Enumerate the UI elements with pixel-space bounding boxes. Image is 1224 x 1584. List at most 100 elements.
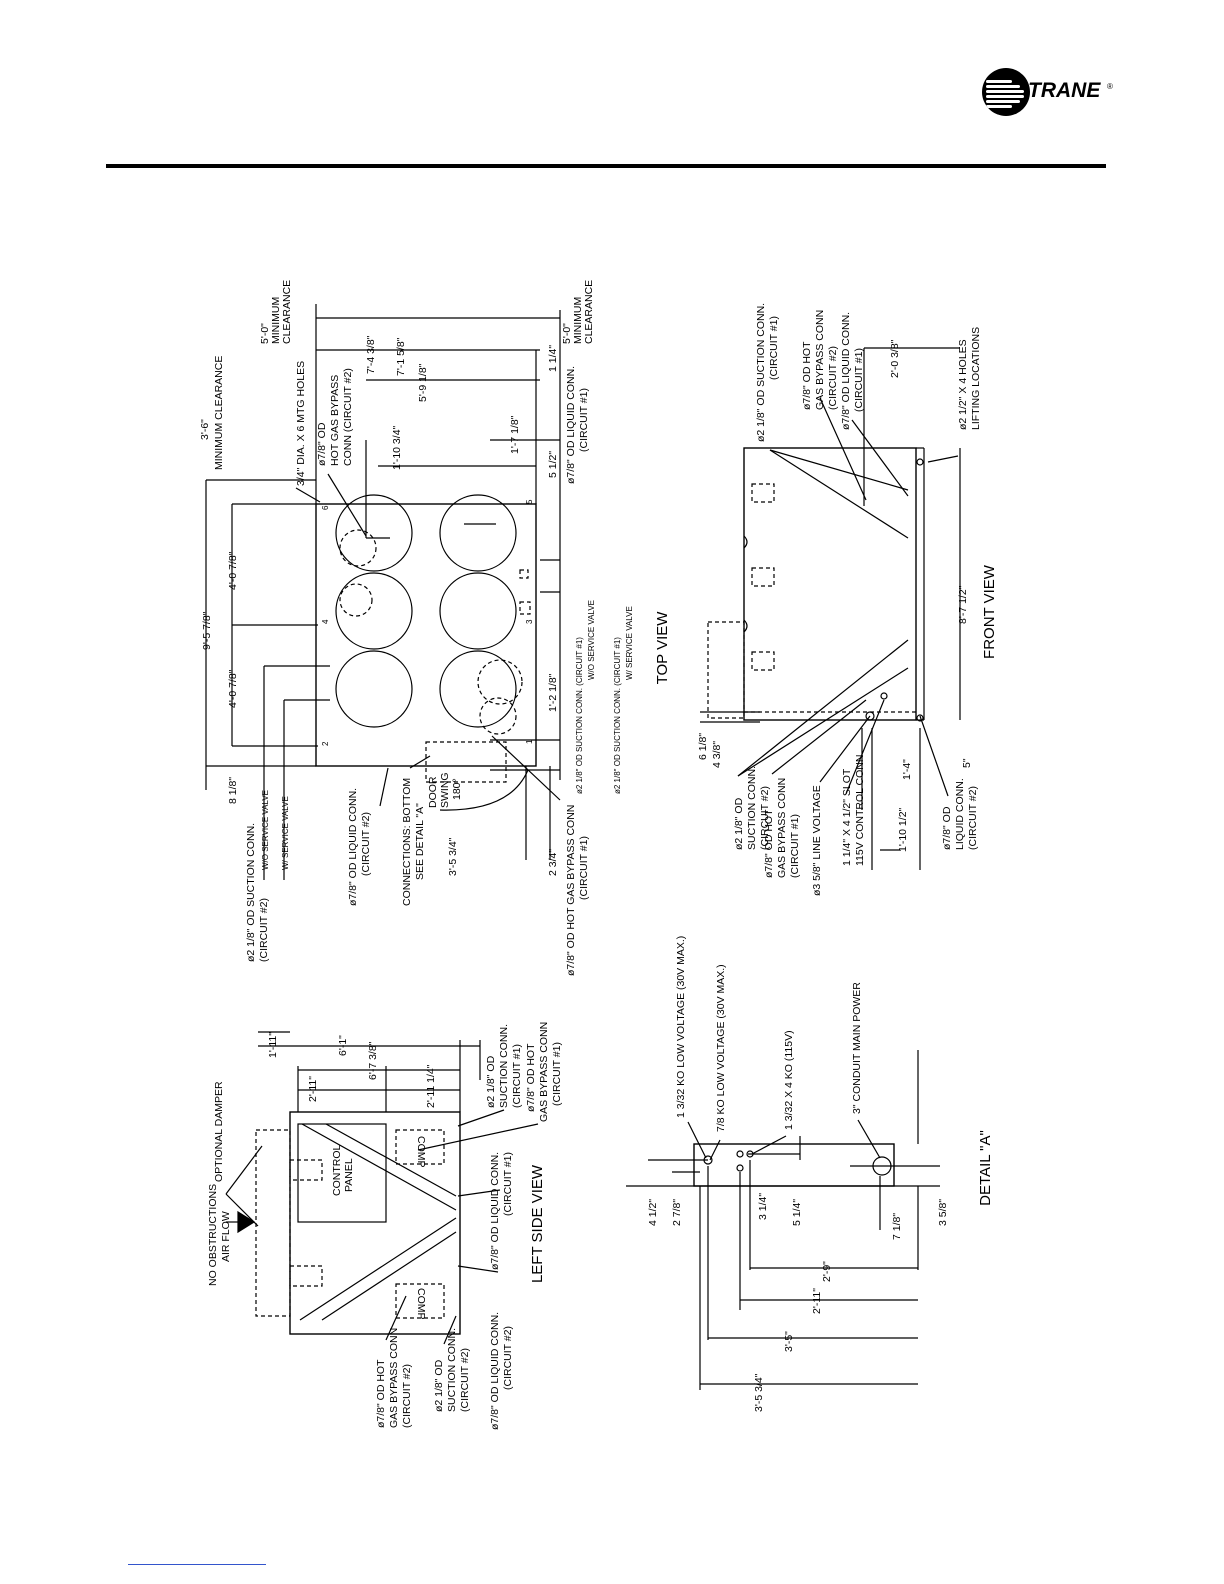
dim-9-5-7-8: 9'-5 7/8" xyxy=(201,611,213,650)
air-flow-label: AIR FLOW xyxy=(220,1211,232,1262)
mtg-holes-label: 3/4" DIA. X 6 MTG HOLES xyxy=(295,361,307,486)
clearance-minimum-top-a: MINIMUM xyxy=(270,297,282,344)
dim-2-11: 2'-11" xyxy=(307,1076,319,1102)
hgbp-c1-front-line2: GAS BYPASS CONN xyxy=(776,778,788,878)
dim-7-1-5-8: 7'-1 5/8" xyxy=(395,337,407,376)
hgbp-c2-line3: CONN (CIRCUIT #2) xyxy=(342,368,354,466)
top-view-title: TOP VIEW xyxy=(654,611,671,685)
dim-5-1-4: 5 1/4" xyxy=(791,1199,803,1226)
suction-c1-front-line2: (CIRCUIT #1) xyxy=(768,316,780,380)
dim-1-2-1-8: 1'-2 1/8" xyxy=(547,673,559,712)
dim-3-1-4: 3 1/4" xyxy=(757,1193,769,1220)
suction-c2-side-line1: ø2 1/8" OD xyxy=(433,1359,445,1412)
dim-4-0-7-8-a: 4'-0 7/8" xyxy=(227,551,239,590)
dim-6-1: 6'-1" xyxy=(337,1035,349,1056)
suction-c1-side-line1: ø2 1/8" OD xyxy=(485,1055,497,1108)
control-slot-line1: 1 1/4" X 4 1/2" SLOT xyxy=(841,768,853,866)
liquid-c2-front-line2: LIQUID CONN. xyxy=(954,778,966,850)
dim-2-11-1-4: 2'-11 1/4" xyxy=(425,1064,437,1108)
comp-lower: COMP xyxy=(415,1288,427,1320)
suction-c2-top-line2: (CIRCUIT #2) xyxy=(258,898,270,962)
liquid-c2-top-line2: (CIRCUIT #2) xyxy=(360,812,372,876)
dim-8-7-1-2: 8'-7 1/2" xyxy=(957,585,969,624)
liquid-c2-top-line1: ø7/8" OD LIQUID CONN. xyxy=(347,788,359,906)
ko-low-voltage-1: 1 3/32 KO LOW VOLTAGE (30V MAX.) xyxy=(675,936,687,1118)
dim-3-5-3-4: 3'-5 3/4" xyxy=(447,837,459,876)
connections-bottom: CONNECTIONS: BOTTOM xyxy=(401,778,413,906)
hgbp-c2-line1: ø7/8" OD xyxy=(316,422,328,466)
suction-c2-front-line1: ø2 1/8" OD xyxy=(733,797,745,850)
no-obstructions-label: NO OBSTRUCTIONS xyxy=(207,1184,219,1286)
hgbp-c2-line2: HOT GAS BYPASS xyxy=(329,375,341,466)
clearance-5-0-top-b: 5'-0" xyxy=(561,323,573,344)
comp-upper: COMP xyxy=(415,1136,427,1168)
dim-5-1-2: 5 1/2" xyxy=(547,451,559,478)
dim-7-1-8: 7 1/8" xyxy=(891,1213,903,1240)
dim-clearance-top-value: 3'-6" xyxy=(199,419,211,440)
dim-7-4-3-8: 7'-4 3/8" xyxy=(365,335,377,374)
dim-clearance-top-label: MINIMUM CLEARANCE xyxy=(213,356,225,470)
liquid-c1-top-line2: (CIRCUIT #1) xyxy=(578,388,590,452)
top-view xyxy=(205,304,561,880)
detail-a-view xyxy=(626,1050,940,1390)
hgbp-c1-front-line1: ø7/8" OD HOT xyxy=(763,809,775,878)
trane-logo-text: TRANE xyxy=(1028,79,1101,102)
hgbp-c2-side-line2: GAS BYPASS CONN xyxy=(388,1328,400,1428)
dim-2-9: 2'-9" xyxy=(821,1261,833,1282)
suction-c1-front-line1: ø2 1/8" OD SUCTION CONN. xyxy=(755,303,767,442)
dim-2-0-3-8: 2'-0 3/8" xyxy=(889,339,901,378)
dim-4-0-7-8-b: 4'-0 7/8" xyxy=(227,669,239,708)
front-view xyxy=(700,347,961,870)
suction-c2-side-line2: SUCTION CONN. xyxy=(446,1328,458,1412)
detail-a-title: DETAIL "A" xyxy=(977,1130,994,1206)
clearance-minimum-top-b: MINIMUM xyxy=(572,297,584,344)
suction-c1-side-line3: (CIRCUIT #1) xyxy=(511,1044,523,1108)
door-label: DOOR xyxy=(427,776,439,808)
hgbp-c1-top-line2: (CIRCUIT #1) xyxy=(578,836,590,900)
trane-logo: TRANE ® xyxy=(982,68,1113,118)
swing-label: SWING xyxy=(439,772,451,808)
dim-3-5: 3'-5" xyxy=(783,1331,795,1352)
ko-low-voltage-2: 7/8 KO LOW VOLTAGE (30V MAX.) xyxy=(715,964,727,1132)
dim-1-1-4: 1 1/4" xyxy=(547,345,559,372)
header-rule xyxy=(106,164,1106,168)
control-slot-line2: 115V CONTROL CONN. xyxy=(854,752,866,866)
liquid-c1-top-line1: ø7/8" OD LIQUID CONN. xyxy=(565,366,577,484)
suction-c1-top-wo: W/O SERVICE VALVE xyxy=(587,600,596,680)
hgbp-c2-front-line3: (CIRCUIT #2) xyxy=(827,346,839,410)
clearance-label-top-b: CLEARANCE xyxy=(583,280,595,344)
lifting-holes-line1: ø2 1/2" X 4 HOLES xyxy=(957,339,969,430)
hgbp-c1-side-line2: GAS BYPASS CONN xyxy=(538,1022,550,1122)
dim-5-front: 5" xyxy=(961,758,973,768)
lifting-holes-line2: LIFTING LOCATIONS xyxy=(970,327,982,430)
left-side-view-title: LEFT SIDE VIEW xyxy=(529,1164,546,1283)
left-side-view xyxy=(225,1031,539,1345)
liquid-c2-side-line1: ø7/8" OD LIQUID CONN. xyxy=(489,1312,501,1430)
liquid-c2-front-line1: ø7/8" OD xyxy=(941,806,953,850)
trane-logo-mark xyxy=(982,68,1030,116)
hgbp-c2-front-line1: ø7/8" OD HOT xyxy=(801,341,813,410)
liquid-c1-front-line1: ø7/8" OD LIQUID CONN. xyxy=(840,312,852,430)
dim-2-11-detail: 2'-11" xyxy=(811,1288,823,1314)
dim-1-10-1-2: 1'-10 1/2" xyxy=(897,807,909,852)
suction-c2-front-line2: SUCTION CONN. xyxy=(746,766,758,850)
dim-5-9-1-8: 5'-9 1/8" xyxy=(417,363,429,402)
conduit-main-power: 3" CONDUIT MAIN POWER xyxy=(851,982,863,1114)
hgbp-c1-side-line1: ø7/8" OD HOT xyxy=(525,1043,537,1112)
dim-8-1-8: 8 1/8" xyxy=(227,777,239,804)
dim-6-7-3-8: 6'-7 3/8" xyxy=(367,1041,379,1080)
suction-c2-top-w: W/ SERVICE VALVE xyxy=(281,796,290,870)
dim-6-1-8: 6 1/8" xyxy=(697,733,709,760)
clearance-label-top-a: CLEARANCE xyxy=(281,280,293,344)
mtg-hole-6: 6 xyxy=(321,505,330,510)
hgbp-c1-top-line1: ø7/8" OD HOT GAS BYPASS CONN xyxy=(565,805,577,976)
dim-3-5-3-4-detail: 3'-5 3/4" xyxy=(753,1373,765,1412)
dim-1-7-1-8: 1'-7 1/8" xyxy=(509,415,521,454)
trane-logo-trademark: ® xyxy=(1107,82,1113,91)
hgbp-c2-front-line2: GAS BYPASS CONN xyxy=(814,310,826,410)
hgbp-c1-side-line3: (CIRCUIT #1) xyxy=(551,1042,563,1106)
suction-c2-side-line3: (CIRCUIT #2) xyxy=(459,1348,471,1412)
dim-3-5-8: 3 5/8" xyxy=(937,1199,949,1226)
dim-4-3-8: 4 3/8" xyxy=(711,741,723,768)
